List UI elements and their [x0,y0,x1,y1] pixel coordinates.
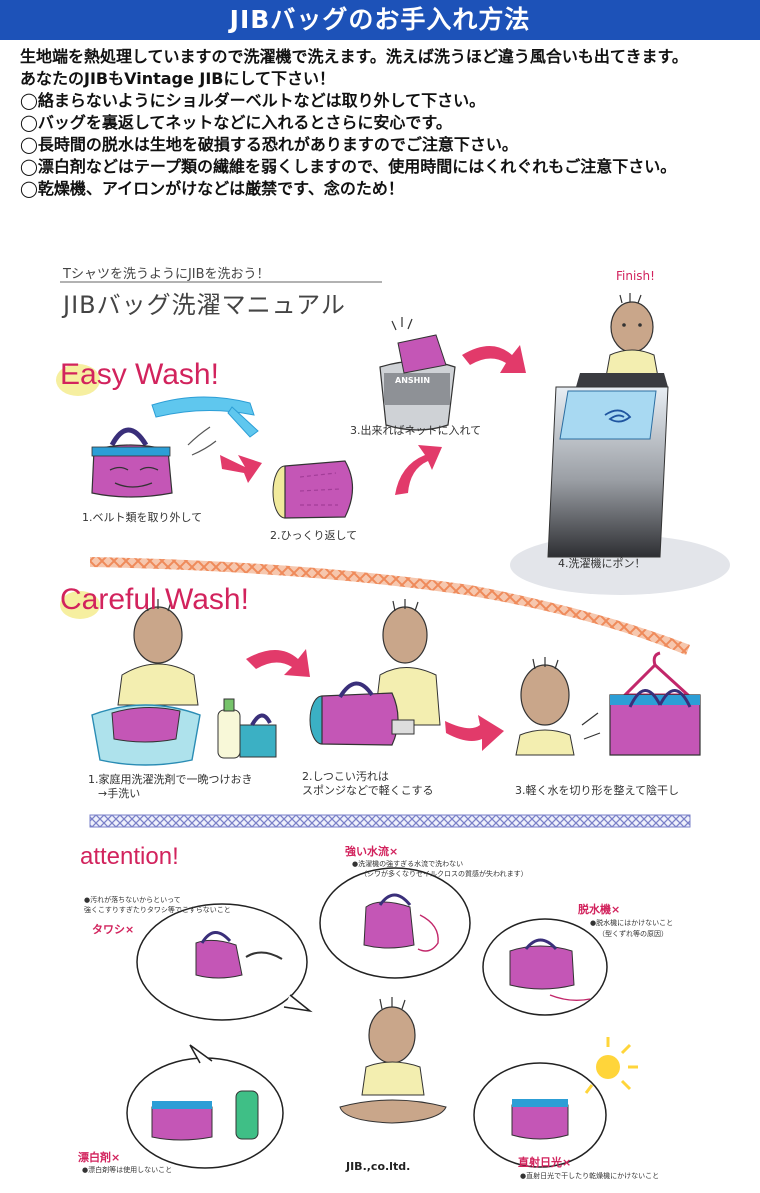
laundry-net-illustration [379,317,456,431]
careful-wash-heading: Careful Wash! [60,583,249,616]
net-label: ANSHIN [395,376,431,385]
care-note: ◯絡まらないようにショルダーベルトなどは取り外して下さい。 [20,91,486,110]
heading-highlight [56,364,100,396]
care-intro: 生地端を熱処理していますので洗濯機で洗えます。洗えば洗うほど違う風合いも出てきま… [20,46,745,200]
sponge-scrub-illustration [309,599,441,746]
rope-divider [90,551,690,655]
washing-machine-illustration [510,373,730,595]
easy-step-caption: 4.洗濯機にポン！ [558,557,646,570]
arrow-icon [462,345,526,373]
sun-note: ●直射日光で干したり乾燥機にかけないこと [520,1172,660,1180]
sun-warning-bubble [473,1037,638,1168]
spin-note: （型くずれ等の原因） [598,930,668,938]
care-note: ◯バッグを裏返してネットなどに入れるとさらに安心です。 [20,113,452,132]
water-note: ●洗濯機の強すぎる水流で洗わない [352,860,464,868]
careful-step-caption: 1.家庭用洗濯洗剤で一晩つけおき [88,773,253,786]
spin-warning: 脱水機× [578,903,621,916]
bleach-note: ●漂白剤等は使用しないこと [82,1166,173,1174]
sitting-person-illustration [339,997,447,1124]
banner-title: JIBバッグのお手入れ方法 [0,0,760,40]
person-illustration [605,293,659,378]
heading-highlight [60,591,100,619]
tawashi-note: 強くこすりすぎたりタワシ等でこすらないこと [84,906,231,914]
care-note: ◯乾燥機、アイロンがけなどは厳禁です、念のため！ [20,179,404,198]
easy-wash-heading: Easy Wash! [60,358,219,391]
strap-illustration [151,396,255,418]
tawashi-warning-bubble [136,903,313,1021]
intro-lead: 生地端を熱処理していますので洗濯機で洗えます。洗えば洗うほど違う風合いも出てきま… [20,47,688,66]
shade-dry-illustration [515,651,701,756]
intro-vintage: あなたのJIBもVintage JIBにして下さい！ [20,69,336,88]
tawashi-note: ●汚れが落ちないからといって [84,896,181,904]
care-note: ◯長時間の脱水は生地を破損する恐れがありますのでご注意下さい。 [20,135,518,154]
manual-subtitle: Tシャツを洗うようにJIBを洗おう！ [63,267,270,282]
bleach-warning-bubble [126,1044,284,1169]
arrow-icon [445,715,504,751]
inside-out-bag-illustration [272,460,354,519]
arrow-icon [220,455,262,483]
water-note: （シワが多くなりセイルクロスの質感が失われます） [360,870,528,878]
manual-title: JIBバッグ洗濯マニュアル [63,291,346,319]
arrow-icon [395,445,442,495]
careful-step-caption: 3.軽く水を切り形を整えて陰干し [515,784,679,797]
finish-label: Finish! [616,269,655,283]
arrow-icon [246,649,310,677]
bleach-warning: 漂白剤× [78,1151,121,1164]
careful-step-caption: スポンジなどで軽くこする [302,784,434,797]
tote-bag-illustration [91,426,217,498]
spin-note: ●脱水機にはかけないこと [590,919,674,927]
handwash-illustration [91,599,277,766]
easy-step-caption: 3.出来ればネットに入れて [350,424,482,437]
easy-step-caption: 1.ベルト類を取り外して [82,511,203,524]
easy-step-caption: 2.ひっくり返して [270,529,358,542]
company-footer: JIB.,co.ltd. [346,1160,411,1173]
washing-manual-illustration: Tシャツを洗うようにJIBを洗おう！ JIBバッグ洗濯マニュアル Finish!… [0,255,760,1193]
manual-artwork [56,281,730,1169]
water-warning-bubble [319,867,471,979]
attention-heading: attention! [80,843,179,870]
lattice-divider [89,814,691,828]
sun-icon [596,1055,620,1079]
careful-step-caption: 2.しつこい汚れは [302,770,389,783]
careful-step-caption: →手洗い [98,787,141,800]
care-note: ◯漂白剤などはテープ類の繊維を弱くしますので、使用時間にはくれぐれもご注意下さい… [20,157,677,176]
water-warning: 強い水流× [345,845,399,858]
sun-warning: 直射日光× [518,1156,572,1169]
tawashi-warning: タワシ× [92,923,135,936]
spin-warning-bubble [482,918,608,1016]
